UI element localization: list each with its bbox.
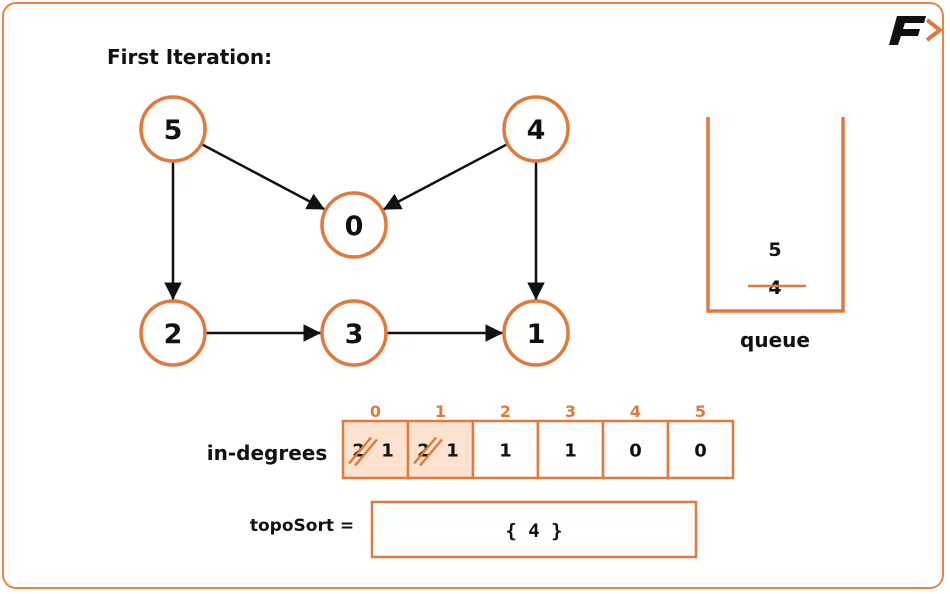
in-degree-index: 5 [695, 402, 706, 421]
node-circle [502, 299, 570, 367]
edge-5-0 [200, 142, 326, 211]
node-circle [320, 191, 388, 259]
in-degree-value: 1 [446, 441, 459, 462]
in-degree-value: 1 [381, 441, 394, 462]
in-degree-value: 1 [564, 441, 577, 462]
topo-sort-label: topoSort = [250, 516, 354, 536]
in-degrees-label: in-degrees [207, 441, 328, 465]
node-label: 4 [527, 115, 546, 146]
in-degree-cell-1: 121 [406, 402, 475, 480]
node-label: 5 [164, 115, 183, 146]
queue-container [706, 117, 845, 313]
topo-sort-value: { 4 } [505, 520, 562, 542]
in-degree-index: 1 [435, 402, 446, 421]
in-degree-strike [413, 436, 437, 465]
node-circle [502, 95, 570, 163]
graph-edges [164, 142, 545, 342]
in-degree-strike [354, 438, 378, 467]
in-degree-cell-4: 40 [601, 402, 670, 480]
in-degree-box [341, 419, 410, 480]
queue-item: 5 [768, 239, 781, 261]
in-degrees-array: 02112121314050 [341, 402, 735, 480]
node-0: 0 [320, 191, 388, 259]
in-degree-box [601, 419, 670, 480]
edge-4-0 [382, 142, 509, 211]
node-label: 1 [527, 319, 546, 350]
graph-nodes: 5 4 0 2 3 1 [139, 95, 570, 367]
diagram-title: First Iteration: [107, 45, 272, 69]
in-degree-value: 0 [629, 441, 642, 462]
in-degree-cell-2: 21 [471, 402, 540, 480]
node-label: 0 [345, 211, 364, 242]
brand-logo-icon [889, 16, 942, 45]
in-degree-box [666, 419, 735, 480]
node-label: 3 [345, 319, 364, 350]
in-degree-value: 1 [499, 441, 512, 462]
queue-label: queue [740, 328, 810, 352]
in-degree-index: 2 [500, 402, 511, 421]
in-degree-strike [419, 438, 443, 467]
node-label: 2 [164, 319, 183, 350]
in-degree-index: 3 [565, 402, 576, 421]
in-degree-cell-0: 021 [341, 402, 410, 480]
node-circle [139, 95, 207, 163]
node-4: 4 [502, 95, 570, 163]
node-circle [320, 299, 388, 367]
node-3: 3 [320, 299, 388, 367]
in-degree-value: 0 [694, 441, 707, 462]
node-1: 1 [502, 299, 570, 367]
in-degree-index: 4 [630, 402, 641, 421]
queue-item: 4 [768, 277, 781, 299]
node-circle [139, 299, 207, 367]
queue: 5 4 queue [706, 117, 845, 352]
in-degree-cell-5: 50 [666, 402, 735, 480]
topo-sort-box [370, 500, 698, 559]
in-degree-index: 0 [370, 402, 381, 421]
diagram-frame [2, 2, 944, 589]
node-2: 2 [139, 299, 207, 367]
in-degree-box [536, 419, 605, 480]
node-5: 5 [139, 95, 207, 163]
in-degree-strike [348, 436, 372, 465]
in-degree-cell-3: 31 [536, 402, 605, 480]
